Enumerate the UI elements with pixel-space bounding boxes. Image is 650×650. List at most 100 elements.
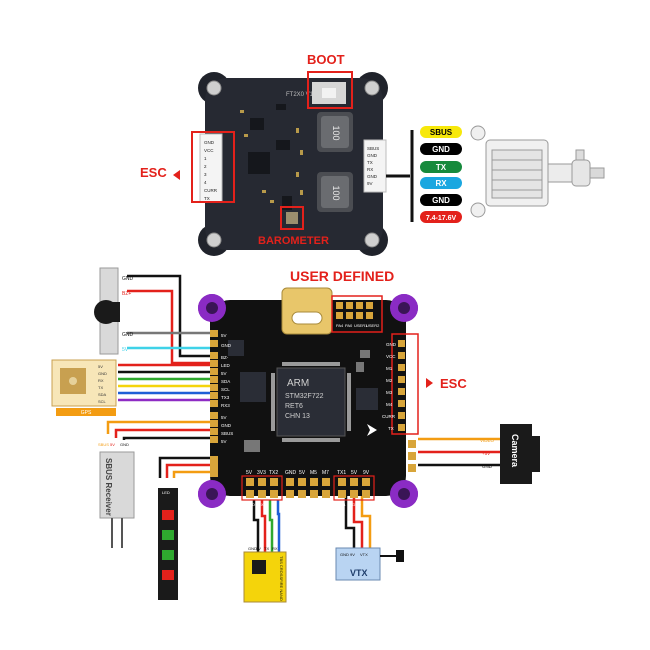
svg-text:2: 2 — [204, 164, 207, 169]
svg-text:USER1: USER1 — [354, 323, 368, 328]
camera-label: Camera — [510, 434, 520, 468]
svg-text:GND: GND — [221, 343, 232, 348]
svg-text:3V3: 3V3 — [257, 470, 266, 476]
esc-right-arrow-icon — [426, 378, 433, 388]
svg-text:GND: GND — [352, 502, 361, 507]
usb-c-port — [281, 287, 333, 335]
svg-text:9V: 9V — [350, 552, 355, 557]
svg-text:PA0: PA0 — [345, 323, 353, 328]
receiver-pin-list: SBUS GND TX RX GND 7.4-17.6V — [420, 126, 462, 223]
svg-text:GND: GND — [285, 470, 297, 476]
led-gnd-label: GND — [122, 332, 134, 338]
svg-text:TX: TX — [367, 160, 373, 165]
svg-text:3: 3 — [204, 172, 207, 177]
receiver-pin-gnd-1: GND — [432, 145, 450, 154]
receiver-pin-gnd-2: GND — [432, 196, 450, 205]
svg-text:TX: TX — [204, 196, 210, 201]
top-board-label: FT2X0 V1.0 — [286, 92, 319, 98]
svg-text:SCL: SCL — [221, 387, 230, 392]
svg-text:5V: 5V — [299, 470, 306, 476]
mcu-line-1: ARM — [287, 378, 309, 389]
svg-text:CURR: CURR — [382, 414, 396, 419]
svg-text:5V: 5V — [221, 439, 227, 444]
bottom-wires — [252, 492, 372, 552]
svg-text:M5: M5 — [310, 470, 317, 476]
svg-text:GND: GND — [204, 140, 215, 145]
svg-text:GND: GND — [246, 502, 255, 507]
svg-text:BZ-: BZ- — [221, 355, 229, 360]
user-defined-highlight — [331, 295, 383, 333]
svg-text:5V: 5V — [221, 371, 227, 376]
svg-text:M7: M7 — [322, 470, 329, 476]
svg-text:VCC: VCC — [204, 148, 214, 153]
svg-text:5V: 5V — [221, 415, 227, 420]
svg-text:M8: M8 — [322, 502, 328, 507]
sbus-receiver-label: SBUS Receiver — [104, 458, 113, 516]
svg-text:GND: GND — [286, 502, 295, 507]
barometer-highlight — [280, 206, 304, 230]
svg-text:RX: RX — [367, 167, 373, 172]
svg-text:SBUS: SBUS — [221, 431, 233, 436]
receiver-pin-sbus: SBUS — [430, 128, 453, 137]
crsf-receiver: GND 5V TX RX TBS CROSSFIRE NANO — [243, 546, 287, 603]
svg-text:RX3: RX3 — [221, 403, 230, 408]
buzzer-pos-label: BZ+ — [122, 291, 131, 297]
svg-text:CURR: CURR — [204, 188, 218, 193]
esc-pads-highlight — [391, 333, 419, 435]
buzzer-gnd-label: GND — [122, 276, 134, 282]
svg-text:RX: RX — [272, 546, 278, 551]
user-defined-label: USER DEFINED — [290, 268, 394, 284]
camera-5v-label: +5V — [482, 451, 490, 456]
bottom-pads — [246, 478, 370, 498]
mcu-line-4: CHN 13 — [285, 413, 310, 420]
svg-text:PA4: PA4 — [336, 323, 344, 328]
svg-text:5V: 5V — [98, 364, 103, 369]
svg-text:TX1: TX1 — [337, 470, 346, 476]
right-pads — [398, 340, 416, 472]
camera-video-label: VIDEO — [480, 438, 495, 443]
uart2-highlight — [241, 475, 283, 501]
svg-text:GND: GND — [386, 342, 397, 347]
receiver-pin-power: 7.4-17.6V — [426, 215, 457, 222]
osd-chip — [356, 388, 378, 410]
vtx-antenna-connector-icon — [396, 550, 404, 562]
esc-left-arrow-icon — [173, 170, 180, 180]
svg-text:GND: GND — [248, 546, 257, 551]
esc-highlight — [191, 131, 235, 203]
led-strip: LED — [158, 488, 178, 600]
svg-text:9V: 9V — [367, 181, 373, 186]
gps-label: GPS — [81, 410, 92, 416]
svg-text:M4: M4 — [386, 402, 393, 407]
esc-right-label: ESC — [440, 376, 467, 391]
barometer-label: BAROMETER — [258, 235, 329, 247]
vtx-label: VTX — [350, 568, 368, 578]
svg-text:5V: 5V — [256, 546, 261, 551]
svg-text:GND: GND — [367, 174, 378, 179]
svg-text:VTX: VTX — [360, 552, 368, 557]
svg-text:USER2: USER2 — [366, 323, 380, 328]
receiver-connector — [363, 139, 387, 193]
top-board-body — [205, 78, 383, 250]
mcu-chip — [276, 367, 346, 437]
svg-text:TX: TX — [388, 426, 394, 431]
svg-text:SDA: SDA — [221, 379, 230, 384]
svg-text:GND: GND — [120, 442, 129, 447]
gps-module: 5V GND RX TX SDA SCL GPS — [51, 359, 117, 416]
svg-text:5V: 5V — [110, 442, 115, 447]
led-5v-label: 5V — [122, 347, 129, 353]
inductor-2-label: 100 — [331, 185, 341, 200]
svg-text:M1: M1 — [386, 366, 393, 371]
svg-text:RX: RX — [98, 378, 104, 383]
boot-highlight — [307, 71, 353, 109]
esc-left-label: ESC — [140, 165, 167, 180]
svg-text:4: 4 — [204, 180, 207, 185]
top-flight-board: FT2X0 V1.0 100 100 GND VCC 1 2 — [198, 72, 388, 256]
inductor-1-label: 100 — [331, 125, 341, 140]
sbus-receiver: SBUS Receiver SBUS 5V GND — [98, 442, 135, 548]
svg-text:SCL: SCL — [98, 399, 107, 404]
svg-text:GND: GND — [340, 552, 349, 557]
led-strip-label: LED — [162, 490, 170, 495]
mcu-line-3: RET6 — [285, 403, 303, 410]
svg-text:RX2: RX2 — [258, 502, 267, 507]
svg-text:SBUS: SBUS — [98, 442, 109, 447]
